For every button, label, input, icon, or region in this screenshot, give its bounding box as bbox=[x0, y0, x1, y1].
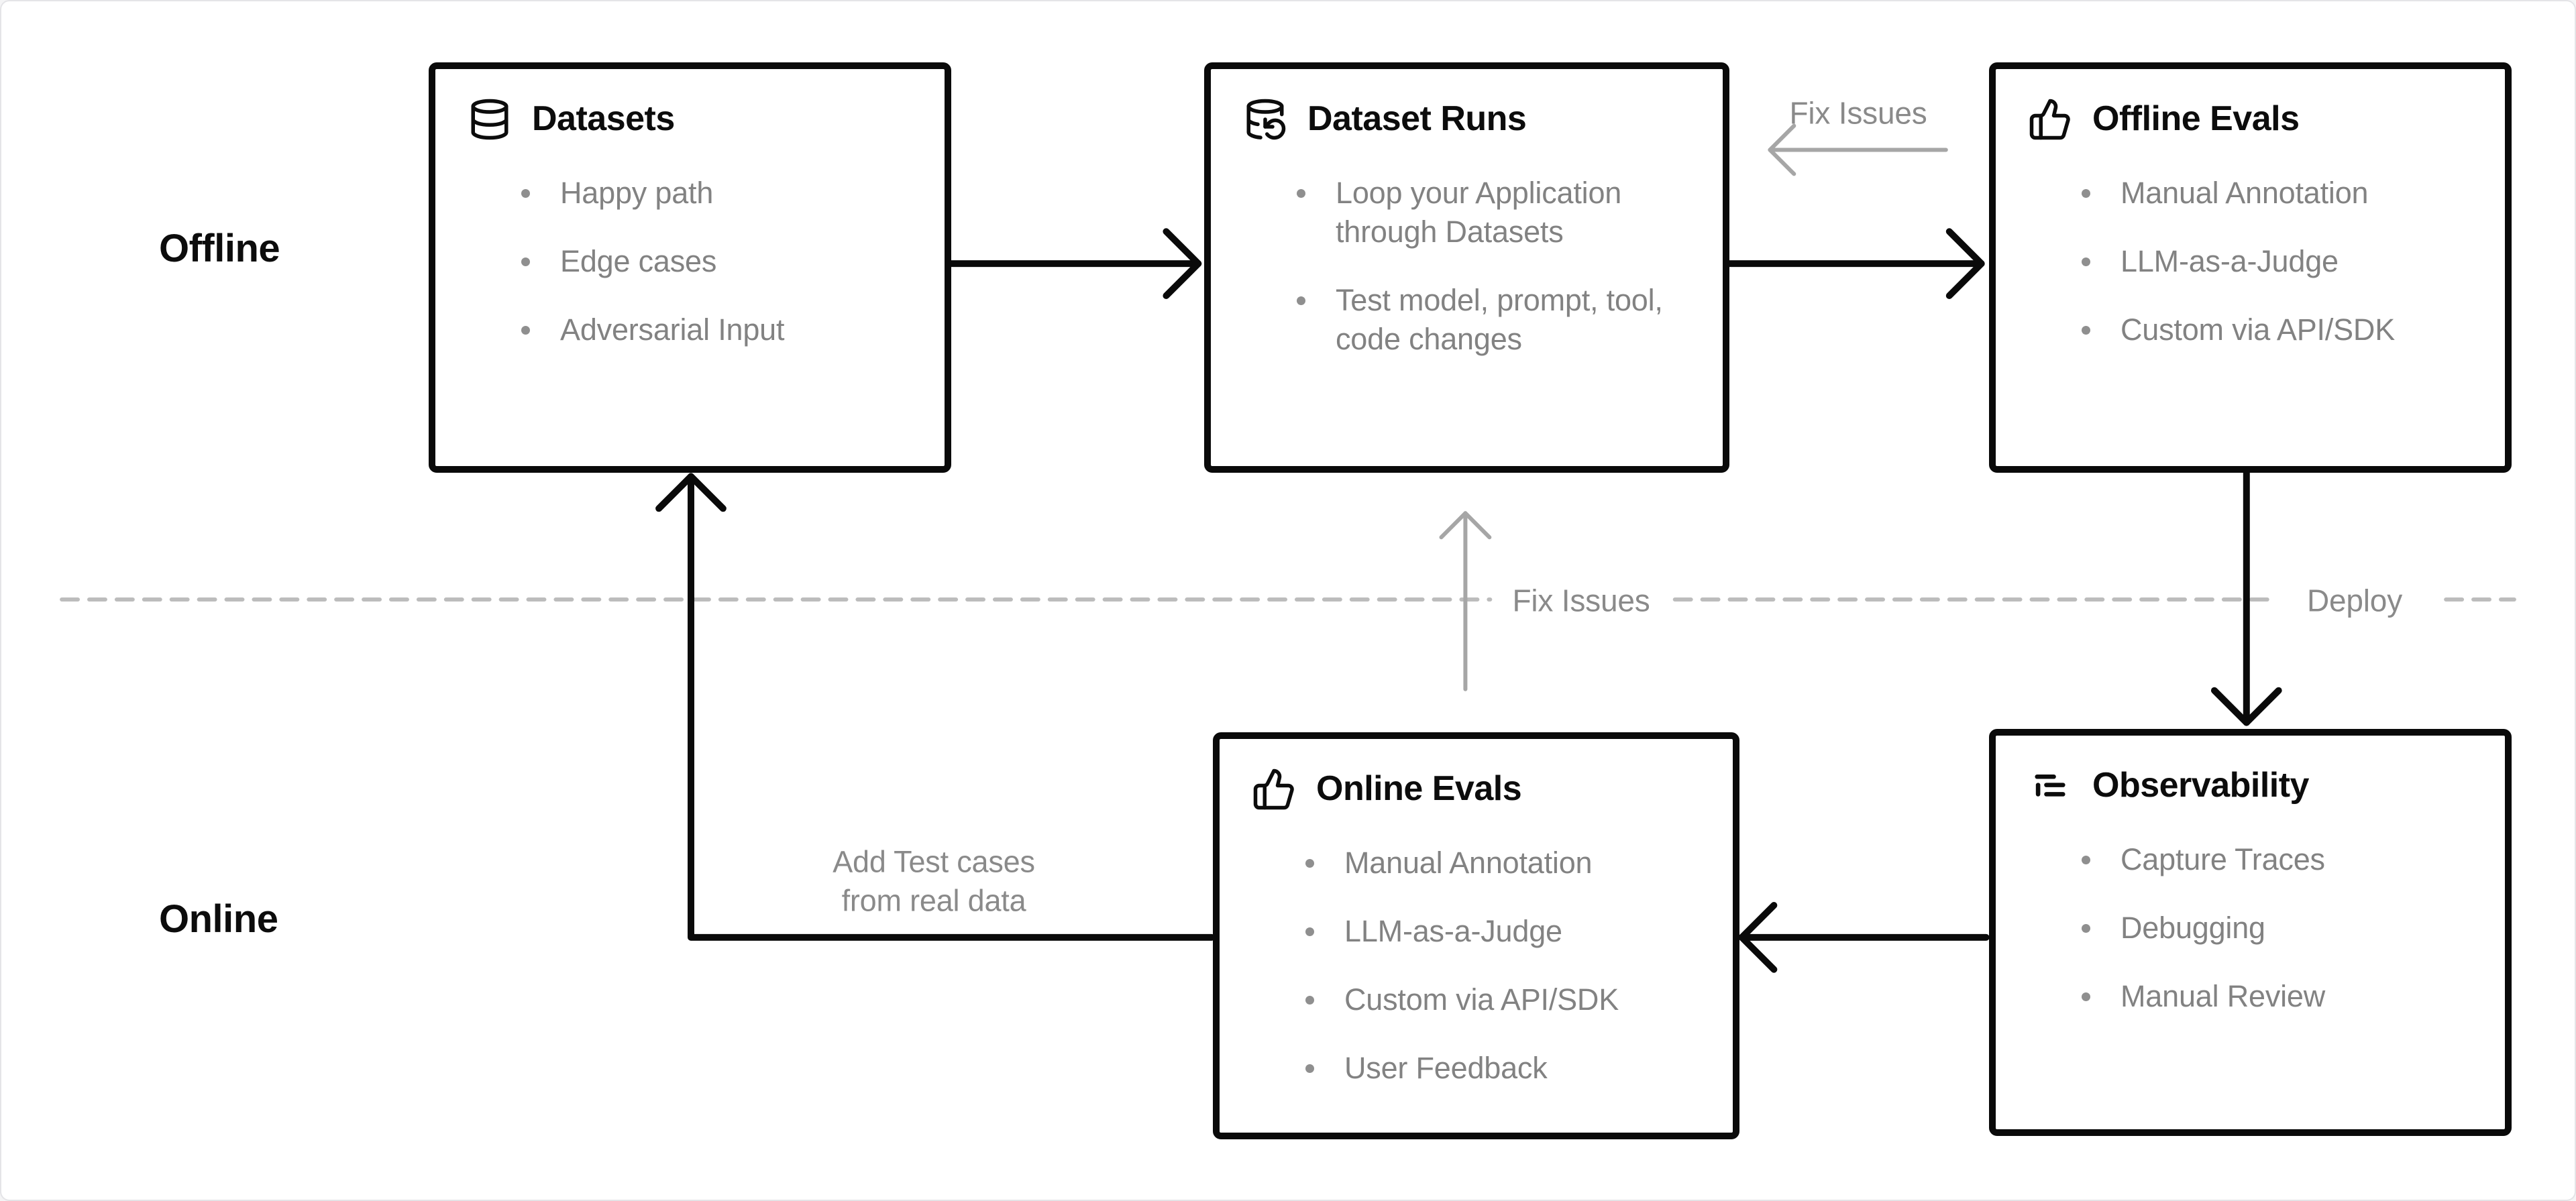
list-item: LLM-as-a-Judge bbox=[1305, 912, 1693, 951]
box-datasets-title: Datasets bbox=[532, 99, 675, 139]
box-datasets-header: Datasets bbox=[468, 97, 945, 141]
box-dataset-runs-header: Dataset Runs bbox=[1243, 97, 1723, 141]
arrow-offline-evals-to-observability bbox=[2210, 468, 2282, 726]
list-item: Manual Annotation bbox=[1305, 844, 1693, 882]
list-item: Debugging bbox=[2082, 909, 2465, 948]
list-item: Custom via API/SDK bbox=[2082, 310, 2465, 349]
logs-icon bbox=[2028, 764, 2072, 808]
box-online-evals-header: Online Evals bbox=[1252, 767, 1733, 811]
list-item: Adversarial Input bbox=[521, 310, 904, 349]
database-rerun-icon bbox=[1243, 97, 1287, 141]
thumbs-up-icon bbox=[1252, 767, 1296, 811]
fix-issues-top-arrow bbox=[1768, 123, 1948, 176]
list-item: Manual Annotation bbox=[2082, 174, 2465, 213]
fix-issues-top-label: Fix Issues bbox=[1789, 95, 1927, 131]
box-dataset-runs: Dataset Runs Loop your Application throu… bbox=[1204, 62, 1729, 473]
arrow-datasets-to-dataset-runs bbox=[947, 228, 1202, 300]
thumbs-up-icon bbox=[2028, 97, 2072, 141]
lane-label-online: Online bbox=[159, 897, 278, 941]
box-online-evals-list: Manual Annotation LLM-as-a-Judge Custom … bbox=[1220, 844, 1733, 1088]
list-item: Capture Traces bbox=[2082, 840, 2465, 879]
add-test-cases-line2: from real data bbox=[841, 883, 1026, 917]
box-online-evals-title: Online Evals bbox=[1316, 769, 1522, 809]
box-datasets: Datasets Happy path Edge cases Adversari… bbox=[429, 62, 951, 473]
list-item: Edge cases bbox=[521, 242, 904, 281]
box-dataset-runs-list: Loop your Application through Datasets T… bbox=[1211, 174, 1723, 359]
box-observability: Observability Capture Traces Debugging M… bbox=[1989, 729, 2512, 1136]
box-datasets-list: Happy path Edge cases Adversarial Input bbox=[435, 174, 945, 349]
box-observability-header: Observability bbox=[2028, 764, 2505, 808]
deploy-label: Deploy bbox=[2307, 583, 2402, 618]
arrow-observability-to-online-evals bbox=[1738, 901, 1990, 973]
add-test-cases-label: Add Test cases from real data bbox=[833, 842, 1035, 919]
box-offline-evals: Offline Evals Manual Annotation LLM-as-a… bbox=[1989, 62, 2512, 473]
list-item: Custom via API/SDK bbox=[1305, 980, 1693, 1019]
box-observability-title: Observability bbox=[2092, 766, 2309, 805]
box-offline-evals-header: Offline Evals bbox=[2028, 97, 2505, 141]
box-dataset-runs-title: Dataset Runs bbox=[1307, 99, 1527, 139]
add-test-cases-line1: Add Test cases bbox=[833, 844, 1035, 879]
arrow-online-evals-to-datasets bbox=[655, 473, 1216, 941]
list-item: Loop your Application through Datasets bbox=[1297, 174, 1682, 251]
box-observability-list: Capture Traces Debugging Manual Review bbox=[1996, 840, 2505, 1016]
list-item: User Feedback bbox=[1305, 1049, 1693, 1088]
box-offline-evals-title: Offline Evals bbox=[2092, 99, 2300, 139]
box-offline-evals-list: Manual Annotation LLM-as-a-Judge Custom … bbox=[1996, 174, 2505, 349]
list-item: Manual Review bbox=[2082, 977, 2465, 1016]
list-item: Test model, prompt, tool, code changes bbox=[1297, 281, 1682, 359]
arrow-dataset-runs-to-offline-evals bbox=[1723, 228, 1985, 300]
box-online-evals: Online Evals Manual Annotation LLM-as-a-… bbox=[1213, 732, 1739, 1139]
database-icon bbox=[468, 97, 512, 141]
fix-issues-up-arrow bbox=[1439, 511, 1492, 691]
fix-issues-mid-label: Fix Issues bbox=[1512, 583, 1650, 618]
list-item: LLM-as-a-Judge bbox=[2082, 242, 2465, 281]
list-item: Happy path bbox=[521, 174, 904, 213]
lane-label-offline: Offline bbox=[159, 227, 280, 270]
